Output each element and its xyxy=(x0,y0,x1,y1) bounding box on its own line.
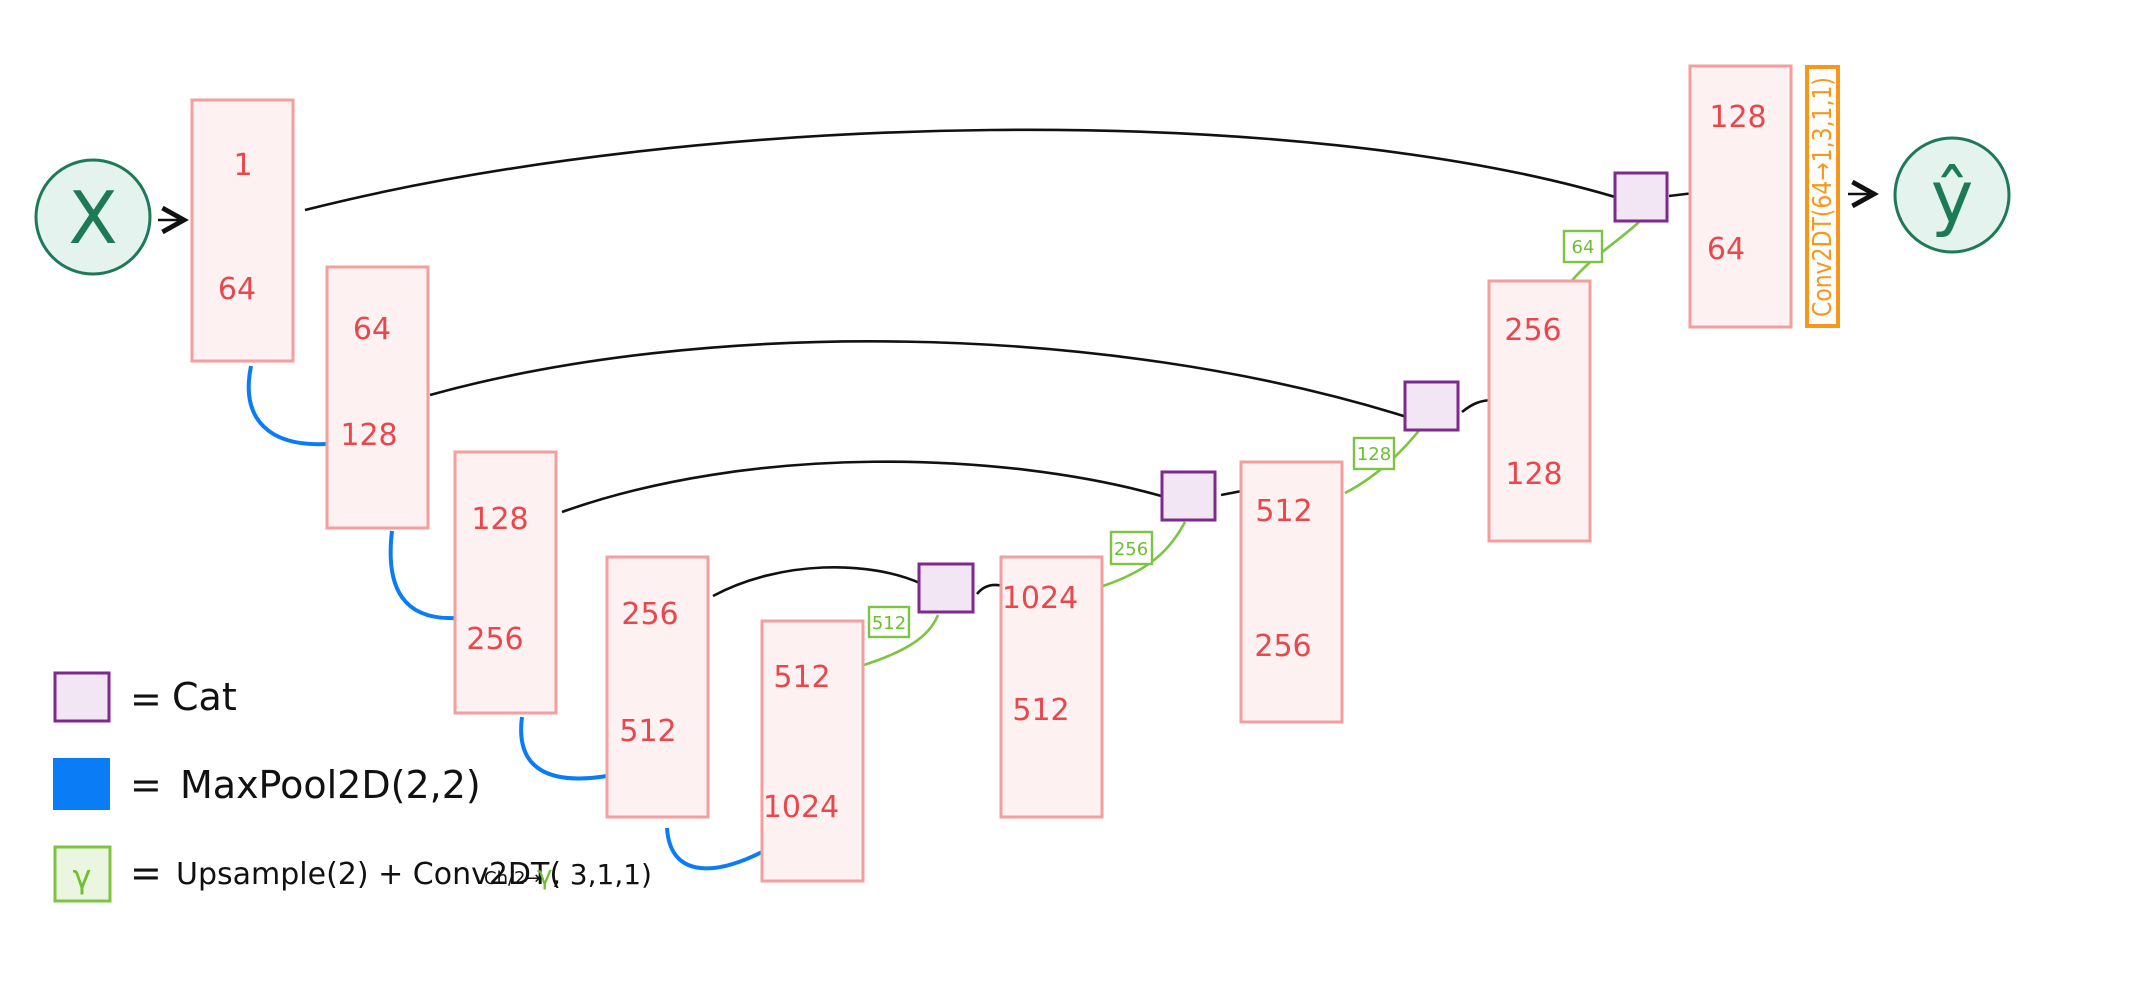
block-7-top: 512 xyxy=(1255,494,1312,529)
block-8: 256 128 xyxy=(1487,279,1592,543)
maxpool-connection-1 xyxy=(246,365,328,447)
upsample-label-3: 128 xyxy=(1352,436,1396,471)
legend: = Cat = MaxPool2D(2,2) γ = Upsample(2) +… xyxy=(53,671,652,903)
block-1-top: 1 xyxy=(233,148,252,183)
block-8-top: 256 xyxy=(1504,313,1561,348)
cat-box-3 xyxy=(1403,380,1460,432)
block-1: 1 64 xyxy=(190,98,295,363)
legend-maxpool: = MaxPool2D(2,2) xyxy=(53,758,481,810)
block-7-bottom: 256 xyxy=(1254,629,1311,664)
skip-connection-4 xyxy=(712,565,923,598)
cat-box-1 xyxy=(917,562,975,614)
upsample-connection-4 xyxy=(1568,221,1640,284)
block-6-top: 1024 xyxy=(1002,581,1078,616)
block-9: 128 64 xyxy=(1688,64,1793,329)
legend-maxpool-eq: = xyxy=(130,763,162,807)
legend-upsample: γ = Upsample(2) + Conv2DT( Ch/2→ γ , 3,1… xyxy=(53,845,652,903)
maxpool-connection-2 xyxy=(388,530,456,621)
block-6: 1024 512 xyxy=(999,555,1104,819)
legend-upsample-eq: = xyxy=(130,851,162,895)
legend-cat-text: Cat xyxy=(172,675,237,719)
block-5-bottom: 1024 xyxy=(763,790,839,825)
upsample-connection-2 xyxy=(1102,521,1187,588)
legend-upsample-swatch xyxy=(53,845,112,903)
upsample-label-4-text: 64 xyxy=(1572,237,1595,258)
skip-connection-3 xyxy=(561,460,1166,514)
legend-cat-eq: = xyxy=(130,677,162,721)
block-6-bottom: 512 xyxy=(1012,693,1069,728)
skip-connection-1 xyxy=(304,128,1626,212)
block-9-bottom: 64 xyxy=(1707,232,1745,267)
block-3-bottom: 256 xyxy=(466,622,523,657)
legend-cat-swatch xyxy=(53,671,111,723)
legend-upsample-text-a: Upsample(2) + Conv2DT( xyxy=(176,857,561,892)
output-node-label: ŷ xyxy=(1931,155,1974,239)
block-4-top: 256 xyxy=(621,597,678,632)
cat-box-2 xyxy=(1160,470,1217,522)
block-7: 512 256 xyxy=(1239,460,1344,724)
block-2: 64 128 xyxy=(325,265,430,530)
cat-box-4 xyxy=(1613,171,1669,223)
maxpool-connection-3 xyxy=(519,716,608,781)
final-conv-box: Conv2DT(64→1,3,1,1) xyxy=(1805,65,1840,328)
legend-maxpool-swatch xyxy=(53,758,110,810)
block-1-bottom: 64 xyxy=(218,272,256,307)
skip-connection-2 xyxy=(429,340,1411,420)
maxpool-connection-4 xyxy=(665,827,763,871)
upsample-label-1-text: 512 xyxy=(872,613,906,634)
legend-upsample-text-small: Ch/2→ xyxy=(484,868,541,889)
legend-maxpool-text: MaxPool2D(2,2) xyxy=(180,763,481,807)
block-8-bottom: 128 xyxy=(1505,457,1562,492)
input-node-label: X xyxy=(68,176,117,260)
upsample-label-2: 256 xyxy=(1109,530,1154,566)
upsample-label-4: 64 xyxy=(1562,229,1604,264)
input-node: X xyxy=(34,158,152,276)
block-5: 512 1024 xyxy=(760,619,865,883)
block-4: 256 512 xyxy=(605,555,710,819)
block-5-top: 512 xyxy=(773,660,830,695)
block-4-bottom: 512 xyxy=(619,714,676,749)
legend-cat: = Cat xyxy=(53,671,237,723)
legend-upsample-text-b: , 3,1,1) xyxy=(552,858,652,891)
block-3: 128 256 xyxy=(453,450,558,715)
skip-connection-4-end xyxy=(975,583,1004,595)
final-conv-label: Conv2DT(64→1,3,1,1) xyxy=(1808,77,1838,317)
legend-upsample-swatch-glyph: γ xyxy=(73,858,92,896)
output-node: ŷ xyxy=(1893,136,2011,254)
upsample-connection-1 xyxy=(863,614,940,667)
block-9-top: 128 xyxy=(1709,100,1766,135)
block-2-bottom: 128 xyxy=(340,418,397,453)
upsample-label-3-text: 128 xyxy=(1357,444,1391,465)
upsample-label-2-text: 256 xyxy=(1114,539,1148,560)
upsample-label-1: 512 xyxy=(867,605,911,639)
block-3-top: 128 xyxy=(471,502,528,537)
legend-upsample-gamma: γ xyxy=(537,861,552,891)
block-2-top: 64 xyxy=(353,312,391,347)
